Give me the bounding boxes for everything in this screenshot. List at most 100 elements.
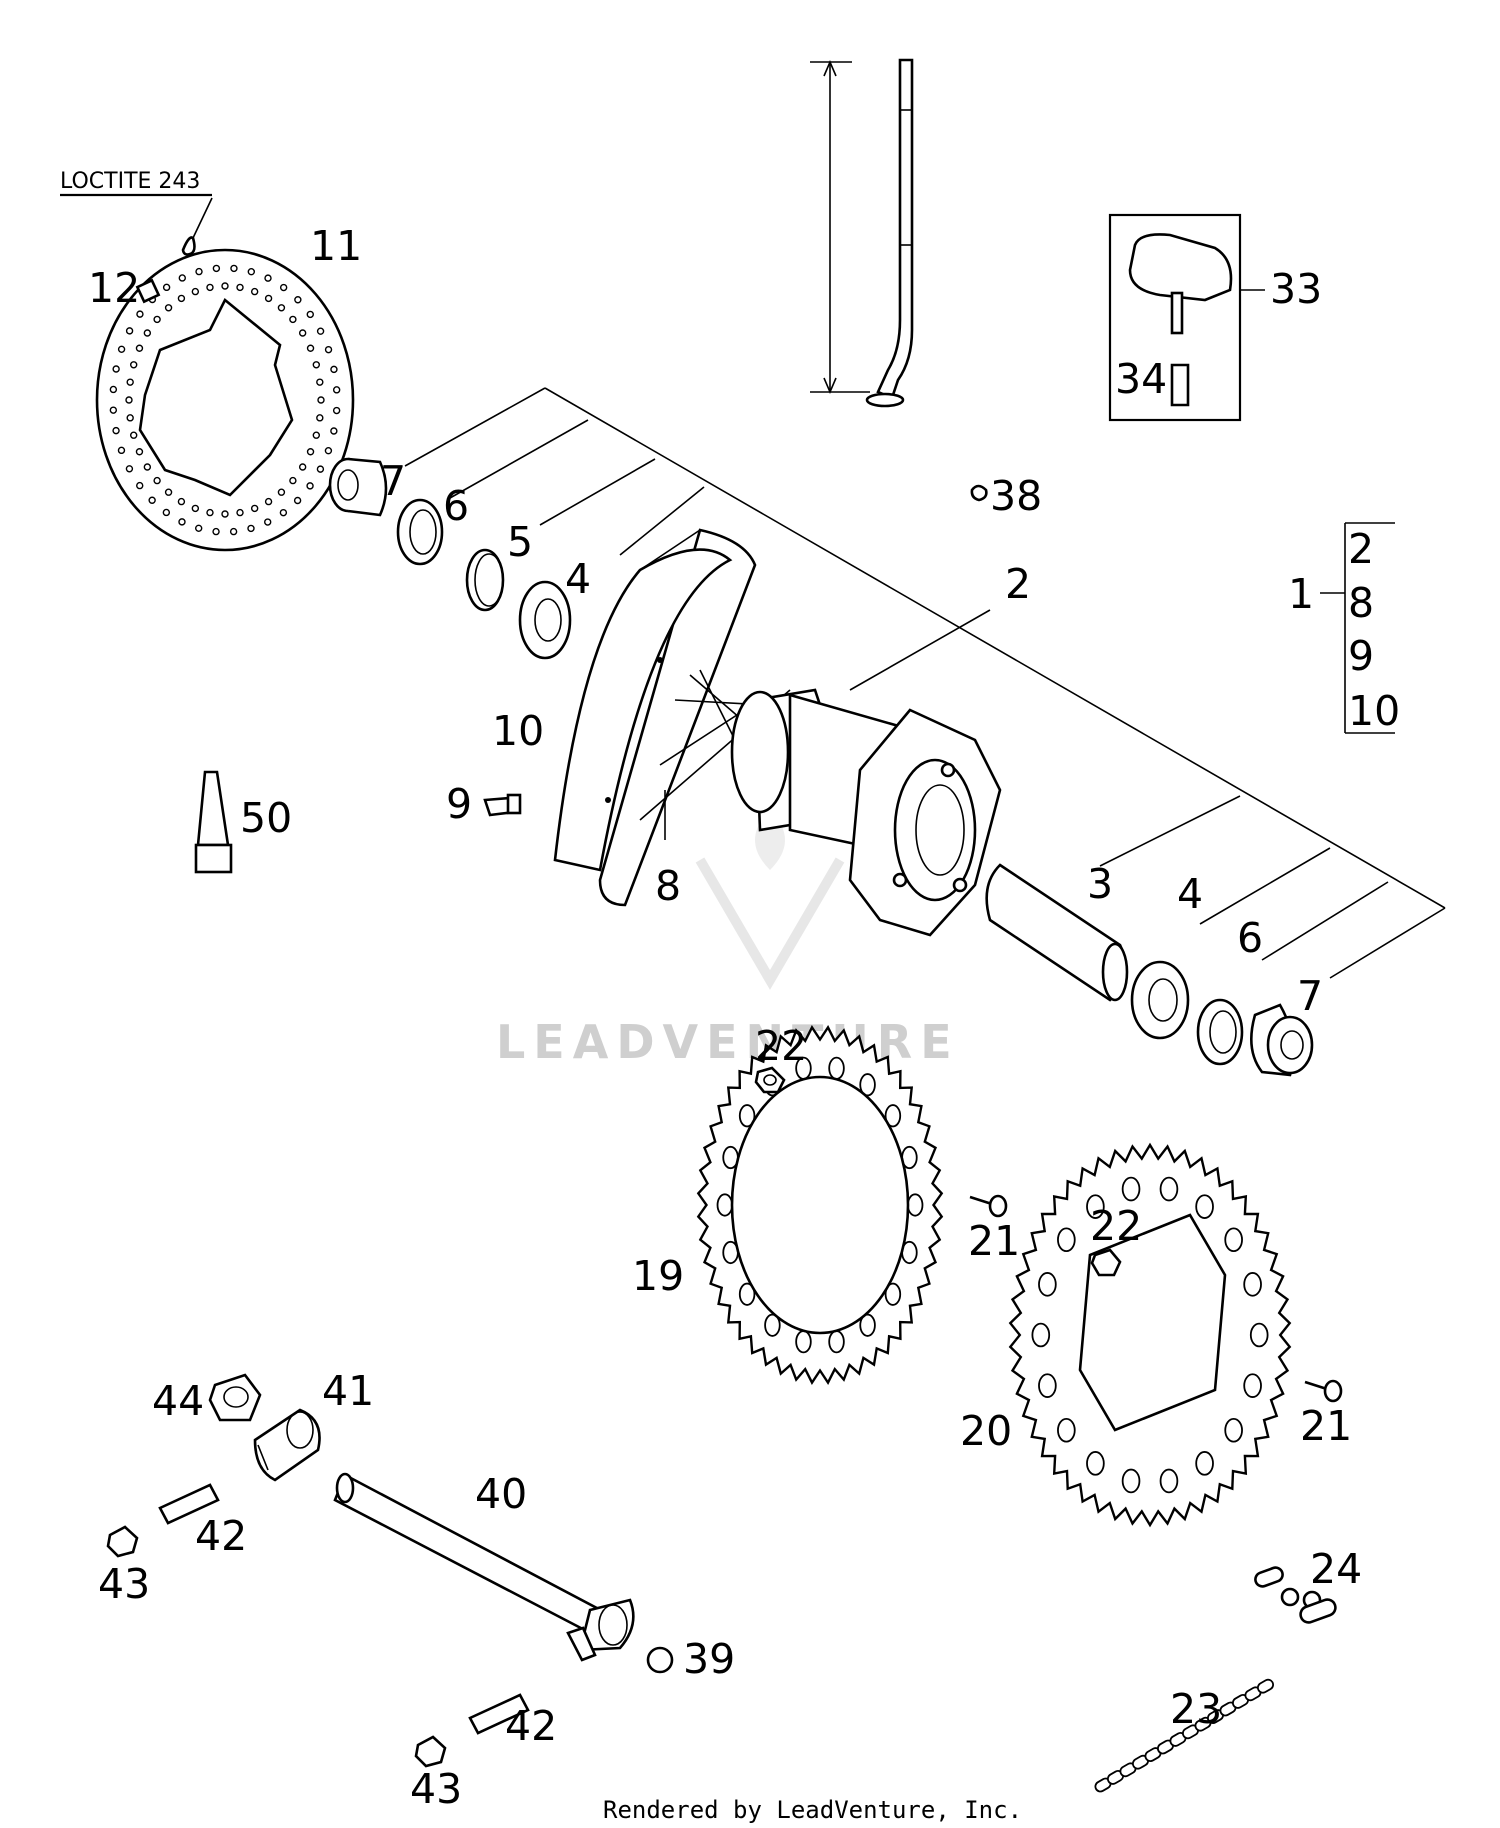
disc-hole: [264, 518, 272, 526]
master-link: [1254, 1566, 1337, 1624]
callout-33: 33: [1270, 265, 1322, 313]
sprocket-20: [1008, 1142, 1292, 1528]
valve-box: [1108, 213, 1265, 422]
disc-hole: [332, 386, 341, 394]
sprocket-hole: [884, 1104, 902, 1128]
footer-credit: Rendered by LeadVenture, Inc.: [603, 1796, 1022, 1824]
disc-hole: [277, 304, 286, 312]
sprocket-hole: [859, 1313, 876, 1337]
disc-hole: [324, 345, 333, 354]
disc-hole: [324, 446, 333, 455]
sprocket-hole: [1121, 1176, 1141, 1202]
watermark-text: LEADVENTURE: [496, 1015, 960, 1069]
disc-hole: [289, 476, 297, 485]
callout-6b: 6: [1237, 914, 1263, 962]
sprocket-hole: [1224, 1227, 1243, 1253]
disc-hole: [229, 527, 238, 536]
axle-adjuster-41: [253, 1408, 321, 1482]
disc-hole: [136, 481, 144, 490]
disc-hole: [316, 465, 325, 473]
sprocket-hole: [1038, 1272, 1057, 1297]
disc-hole: [125, 396, 133, 404]
disc-hole: [126, 378, 134, 386]
spoke-gauge: [810, 58, 914, 408]
callout-4b: 4: [1177, 870, 1203, 918]
disc-hole: [332, 406, 341, 415]
group-member-9: 9: [1348, 632, 1374, 680]
callout-42b: 42: [505, 1702, 557, 1750]
disc-hole: [162, 283, 171, 292]
disc-hole: [279, 283, 288, 292]
disc-hole: [129, 361, 138, 369]
group-parent: 1: [1288, 570, 1314, 618]
paste-tube: [194, 770, 233, 874]
chain-adjuster-nut-43b: [414, 1735, 447, 1768]
disc-hole: [153, 476, 161, 485]
callout-21b: 21: [1300, 1402, 1352, 1450]
drive-chain: [1094, 1678, 1274, 1793]
disc-hole: [221, 282, 229, 290]
hub: [639, 669, 1002, 937]
disc-hole: [153, 315, 161, 324]
disc-hole: [298, 329, 307, 337]
callout-5: 5: [507, 518, 533, 566]
disc-hole: [162, 508, 171, 517]
sprocket-hole: [1195, 1451, 1214, 1476]
disc-hole: [236, 283, 244, 292]
disc-hole: [125, 327, 134, 335]
callout-7a: 7: [380, 457, 406, 505]
callout-7b: 7: [1297, 972, 1323, 1020]
callout-44: 44: [152, 1377, 204, 1425]
sprocket-hole: [1031, 1322, 1051, 1348]
callout-11: 11: [310, 222, 362, 270]
callout-8: 8: [655, 862, 681, 910]
sprocket-hole: [1195, 1194, 1214, 1219]
sprocket-hole: [1086, 1451, 1105, 1476]
disc-hole: [247, 524, 255, 533]
disc-hole: [330, 427, 338, 435]
callout-2: 2: [1005, 560, 1031, 608]
disc-hole: [135, 448, 144, 456]
disc-hole: [293, 496, 302, 505]
chain-adjuster-bolt-42a: [158, 1483, 220, 1525]
brake-disc: [95, 248, 355, 552]
disc-hole: [177, 497, 186, 506]
spacer-right: [1249, 1003, 1314, 1077]
sprocket-hole: [1159, 1176, 1179, 1202]
disc-hole: [316, 327, 325, 335]
disc-hole: [247, 267, 256, 276]
sprocket-hole: [1057, 1417, 1076, 1443]
callout-19: 19: [632, 1252, 684, 1300]
callout-23: 23: [1170, 1685, 1222, 1733]
plug-38: [970, 484, 988, 502]
disc-hole: [250, 504, 259, 513]
disc-hole: [112, 426, 120, 435]
disc-hole: [117, 446, 126, 455]
sprocket-hole: [1038, 1373, 1057, 1398]
chain-adjuster-nut-43a: [106, 1525, 139, 1558]
disc-hole: [206, 283, 214, 292]
group-member-10: 10: [1348, 687, 1400, 735]
callout-12: 12: [88, 264, 140, 312]
disc-hole: [306, 482, 314, 490]
disc-hole: [312, 361, 321, 369]
disc-hole: [212, 527, 220, 536]
callout-38: 38: [990, 472, 1042, 520]
disc-hole: [206, 508, 214, 517]
sprocket-hole: [1086, 1194, 1105, 1219]
disc-hole: [178, 274, 186, 282]
disc-hole: [135, 344, 144, 352]
callout-9: 9: [446, 780, 472, 828]
leader-2: [849, 609, 991, 691]
disc-hole: [306, 310, 314, 319]
callout-34: 34: [1115, 355, 1167, 403]
disc-hole: [148, 496, 156, 504]
sprocket-bolt-21b: [1304, 1379, 1343, 1403]
spacer-tube: [985, 863, 1129, 1002]
disc-hole: [317, 396, 325, 404]
sprocket-hole: [1243, 1272, 1262, 1297]
sprocket-hole: [828, 1330, 845, 1354]
disc-hole: [126, 414, 134, 422]
